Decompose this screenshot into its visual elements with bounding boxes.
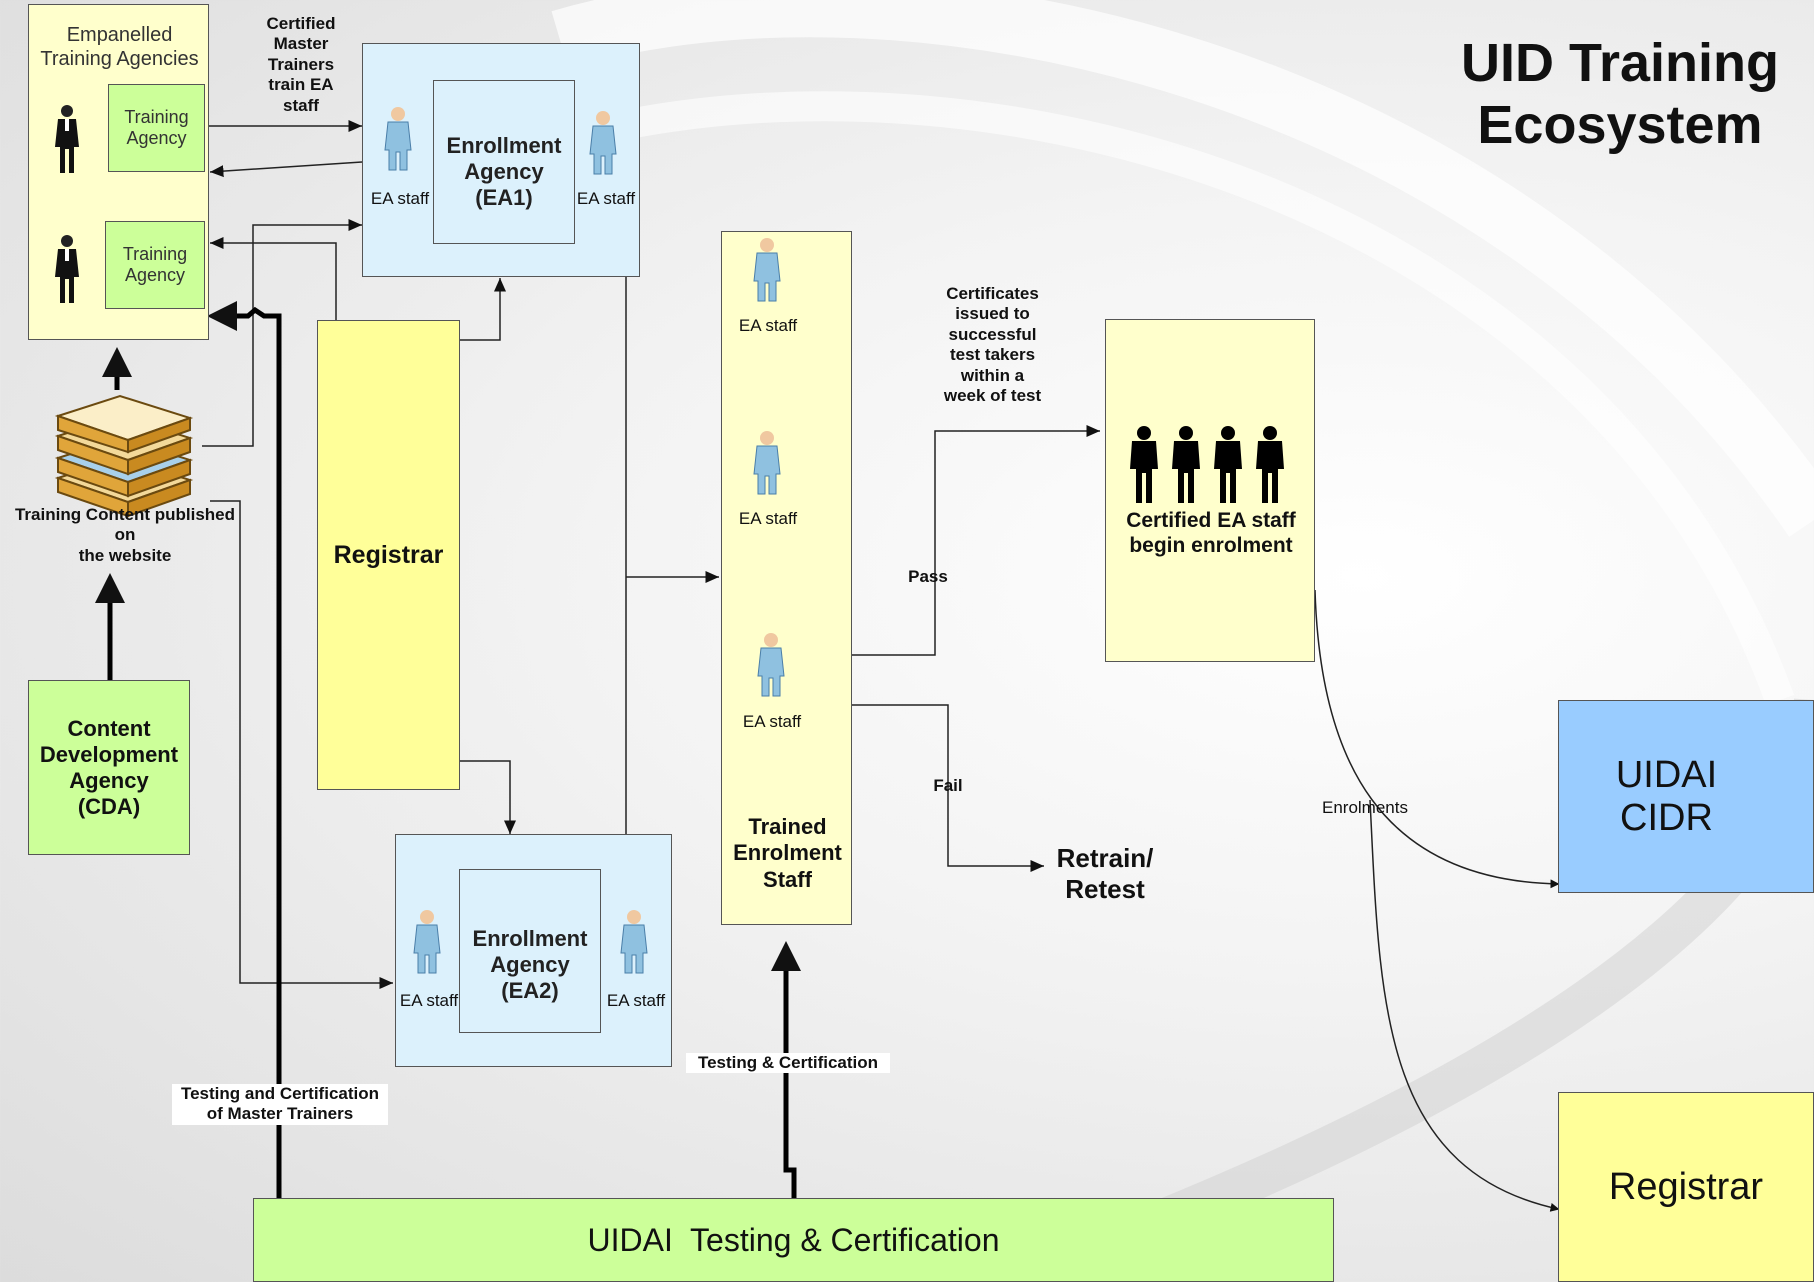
registrar-center-label: Registrar bbox=[333, 540, 444, 569]
training-agency-1-line1: Training bbox=[124, 107, 189, 127]
ea2-inner-box: Enrollment Agency (EA2) bbox=[459, 869, 601, 1033]
ea1-line1: Enrollment bbox=[446, 133, 562, 158]
cda-line3: Agency bbox=[69, 767, 149, 793]
books-stack-icon bbox=[54, 394, 194, 518]
empanelled-training-agencies: Empanelled Training Agencies Training Ag… bbox=[28, 4, 209, 340]
training-agency-2-line1: Training bbox=[122, 244, 188, 264]
fail-label: Fail bbox=[933, 776, 963, 795]
certificates-note-line: test takers bbox=[949, 345, 1036, 365]
master-trainers-note-line: train EA bbox=[268, 75, 334, 95]
cidr-line1: UIDAI bbox=[1615, 753, 1718, 796]
ea1-staff-left-label: EA staff bbox=[370, 189, 430, 208]
ea2-line2: Agency bbox=[490, 952, 570, 977]
retrain-retest-label: Retrain/ Retest bbox=[1040, 843, 1170, 905]
empanelled-title-line1: Empanelled bbox=[66, 24, 173, 46]
person-suit-icon bbox=[55, 235, 79, 303]
staff-person-icon bbox=[620, 910, 648, 974]
certified-ea-staff-label: Certified EA staff begin enrolment bbox=[1106, 508, 1316, 558]
people-group-icon bbox=[1130, 426, 1284, 503]
staff-person-icon bbox=[413, 910, 441, 974]
registrar-right-label: Registrar bbox=[1608, 1165, 1764, 1208]
registrar-center-box: Registrar bbox=[317, 320, 460, 790]
ea1-inner-box: Enrollment Agency (EA1) bbox=[433, 80, 575, 244]
certified-line1: Certified EA staff bbox=[1126, 509, 1296, 532]
trained-enrolment-staff-label: Trained Enrolment Staff bbox=[722, 814, 853, 893]
trained-line3: Staff bbox=[763, 866, 812, 892]
training-agency-1-line2: Agency bbox=[126, 128, 187, 148]
empanelled-title: Empanelled Training Agencies bbox=[29, 23, 210, 71]
training-content-label: Training Content published on the websit… bbox=[0, 505, 250, 566]
master-trainer-testing-line2: of Master Trainers bbox=[206, 1104, 354, 1124]
empanelled-title-line2: Training Agencies bbox=[40, 48, 199, 70]
ea2-line1: Enrollment bbox=[472, 926, 588, 951]
page-title: UID Training Ecosystem bbox=[1420, 32, 1814, 156]
enrollment-agency-ea1: Enrollment Agency (EA1) EA staff EA staf… bbox=[362, 43, 640, 277]
certificates-note-line: successful bbox=[948, 324, 1037, 344]
staff-person-icon bbox=[753, 431, 781, 495]
cda-line1: Content bbox=[67, 715, 151, 741]
trained-line1: Trained bbox=[748, 814, 827, 839]
testing-certification-label: Testing & Certification bbox=[686, 1053, 890, 1074]
enrollment-agency-ea2: Enrollment Agency (EA2) EA staff EA staf… bbox=[395, 834, 672, 1067]
cidr-line2: CIDR bbox=[1620, 796, 1713, 839]
master-trainers-note-line: Trainers bbox=[267, 54, 335, 74]
trained-enrolment-staff-column: EA staff EA staff EA staff Trained Enrol… bbox=[721, 231, 852, 925]
certificates-note-line: issued to bbox=[955, 304, 1030, 324]
staff-person-icon bbox=[753, 238, 781, 302]
ea1-line3: (EA1) bbox=[475, 185, 533, 210]
person-suit-icon bbox=[55, 105, 79, 173]
trained-line2: Enrolment bbox=[733, 840, 842, 866]
training-content-line3: the website bbox=[78, 545, 172, 565]
trained-staff1-label: EA staff bbox=[738, 316, 798, 335]
certificates-note-line: within a bbox=[960, 365, 1025, 385]
retrain-line2: Retest bbox=[1065, 874, 1145, 905]
certified-line2: begin enrolment bbox=[1129, 534, 1293, 558]
retrain-line1: Retrain/ bbox=[1056, 843, 1154, 873]
certified-ea-staff-box: Certified EA staff begin enrolment bbox=[1105, 319, 1315, 662]
ea2-staff-right-label: EA staff bbox=[606, 991, 666, 1010]
master-trainers-note-line: staff bbox=[283, 95, 319, 115]
training-agency-2: Training Agency bbox=[105, 221, 205, 309]
uidai-testing-certification-bar: UIDAI Testing & Certification bbox=[253, 1198, 1334, 1282]
enrolments-label: Enrolments bbox=[1322, 798, 1408, 817]
training-agency-2-line2: Agency bbox=[124, 265, 186, 285]
registrar-right-box: Registrar bbox=[1558, 1092, 1814, 1282]
cda-line4: (CDA) bbox=[77, 793, 141, 819]
certificates-note-line: Certificates bbox=[946, 284, 1039, 303]
staff-person-icon bbox=[757, 633, 785, 697]
pass-label: Pass bbox=[908, 567, 948, 586]
uidai-testing-label: UIDAI Testing & Certification bbox=[587, 1221, 1000, 1258]
cda-line2: Development bbox=[39, 741, 179, 767]
staff-person-icon bbox=[384, 107, 412, 171]
ea2-staff-left-label: EA staff bbox=[399, 991, 459, 1010]
ea1-line2: Agency bbox=[464, 159, 544, 184]
content-development-agency: Content Development Agency (CDA) bbox=[28, 680, 190, 855]
master-trainer-testing-label: Testing and Certification of Master Trai… bbox=[172, 1084, 388, 1125]
title-line1: UID Training bbox=[1460, 33, 1779, 93]
ea1-staff-right-label: EA staff bbox=[576, 189, 636, 208]
uidai-cidr-box: UIDAI CIDR bbox=[1558, 700, 1814, 893]
ea2-line3: (EA2) bbox=[501, 978, 559, 1003]
training-content-line1: Training Content published bbox=[14, 505, 236, 524]
title-line2: Ecosystem bbox=[1477, 95, 1763, 156]
master-trainer-testing-line1: Testing and Certification bbox=[180, 1084, 380, 1103]
certificates-note-line: week of test bbox=[943, 385, 1042, 405]
staff-person-icon bbox=[589, 111, 617, 175]
training-content-line2: on bbox=[114, 525, 136, 545]
master-trainers-note-line: Certified bbox=[266, 14, 336, 33]
trained-staff2-label: EA staff bbox=[738, 509, 798, 528]
certificates-note: Certificates issued to successful test t… bbox=[920, 284, 1065, 406]
master-trainers-note-line: Master bbox=[273, 34, 329, 54]
training-agency-1: Training Agency bbox=[108, 84, 205, 172]
trained-staff3-label: EA staff bbox=[742, 712, 802, 731]
master-trainers-note: Certified Master Trainers train EA staff bbox=[250, 14, 352, 116]
